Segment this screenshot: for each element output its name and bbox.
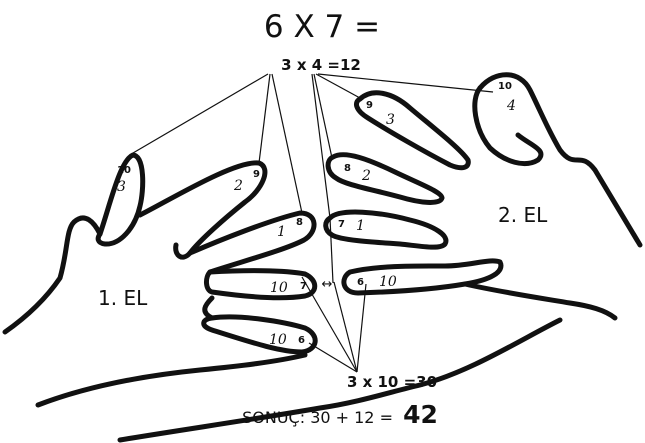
left-finger-2-italic: 2 [233,178,243,194]
right-finger-4-italic: 1 [356,218,365,234]
right-hand: 2. EL [117,72,643,443]
left-finger-5-italic: 10 [269,332,287,348]
right-finger-4-number: 7 [338,219,345,230]
left-finger-1-number: 10 [117,165,131,176]
top-connector-lines [132,73,494,219]
result-prefix: SONUÇ: 30 + 12 = [242,408,393,427]
left-finger-3-number: 8 [296,217,303,228]
right-finger-labels: 10 4 9 3 8 2 7 1 6 10 [338,81,516,290]
left-finger-labels: 10 3 9 2 8 1 7 10 6 10 [117,165,307,348]
right-finger-1-italic: 4 [506,98,516,114]
right-finger-2-italic: 3 [386,112,395,128]
bottom-equation: 3 x 10 =30 [347,373,437,391]
left-finger-3-italic: 1 [277,224,286,240]
result-line: SONUÇ: 30 + 12 = 42 [242,400,438,429]
title: 6 X 7 = [264,9,380,45]
right-finger-3-number: 8 [344,163,351,174]
right-finger-2-number: 9 [366,100,373,111]
left-finger-1-italic: 3 [117,179,126,195]
right-finger-3-italic: 2 [361,168,371,184]
right-hand-label: 2. EL [498,203,548,227]
top-equation: 3 x 4 =12 [281,56,361,74]
left-hand: 1. EL [2,152,318,408]
left-finger-4-italic: 10 [270,280,288,296]
left-finger-5-number: 6 [298,335,305,346]
left-hand-label: 1. EL [98,286,148,310]
left-finger-2-number: 9 [253,169,260,180]
result-value: 42 [403,400,438,429]
touch-arrow: ↔ [322,277,333,292]
right-finger-5-italic: 10 [379,274,397,290]
right-finger-5-number: 6 [357,277,364,288]
left-finger-4-number: 7 [300,281,307,292]
right-finger-1-number: 10 [498,81,512,92]
